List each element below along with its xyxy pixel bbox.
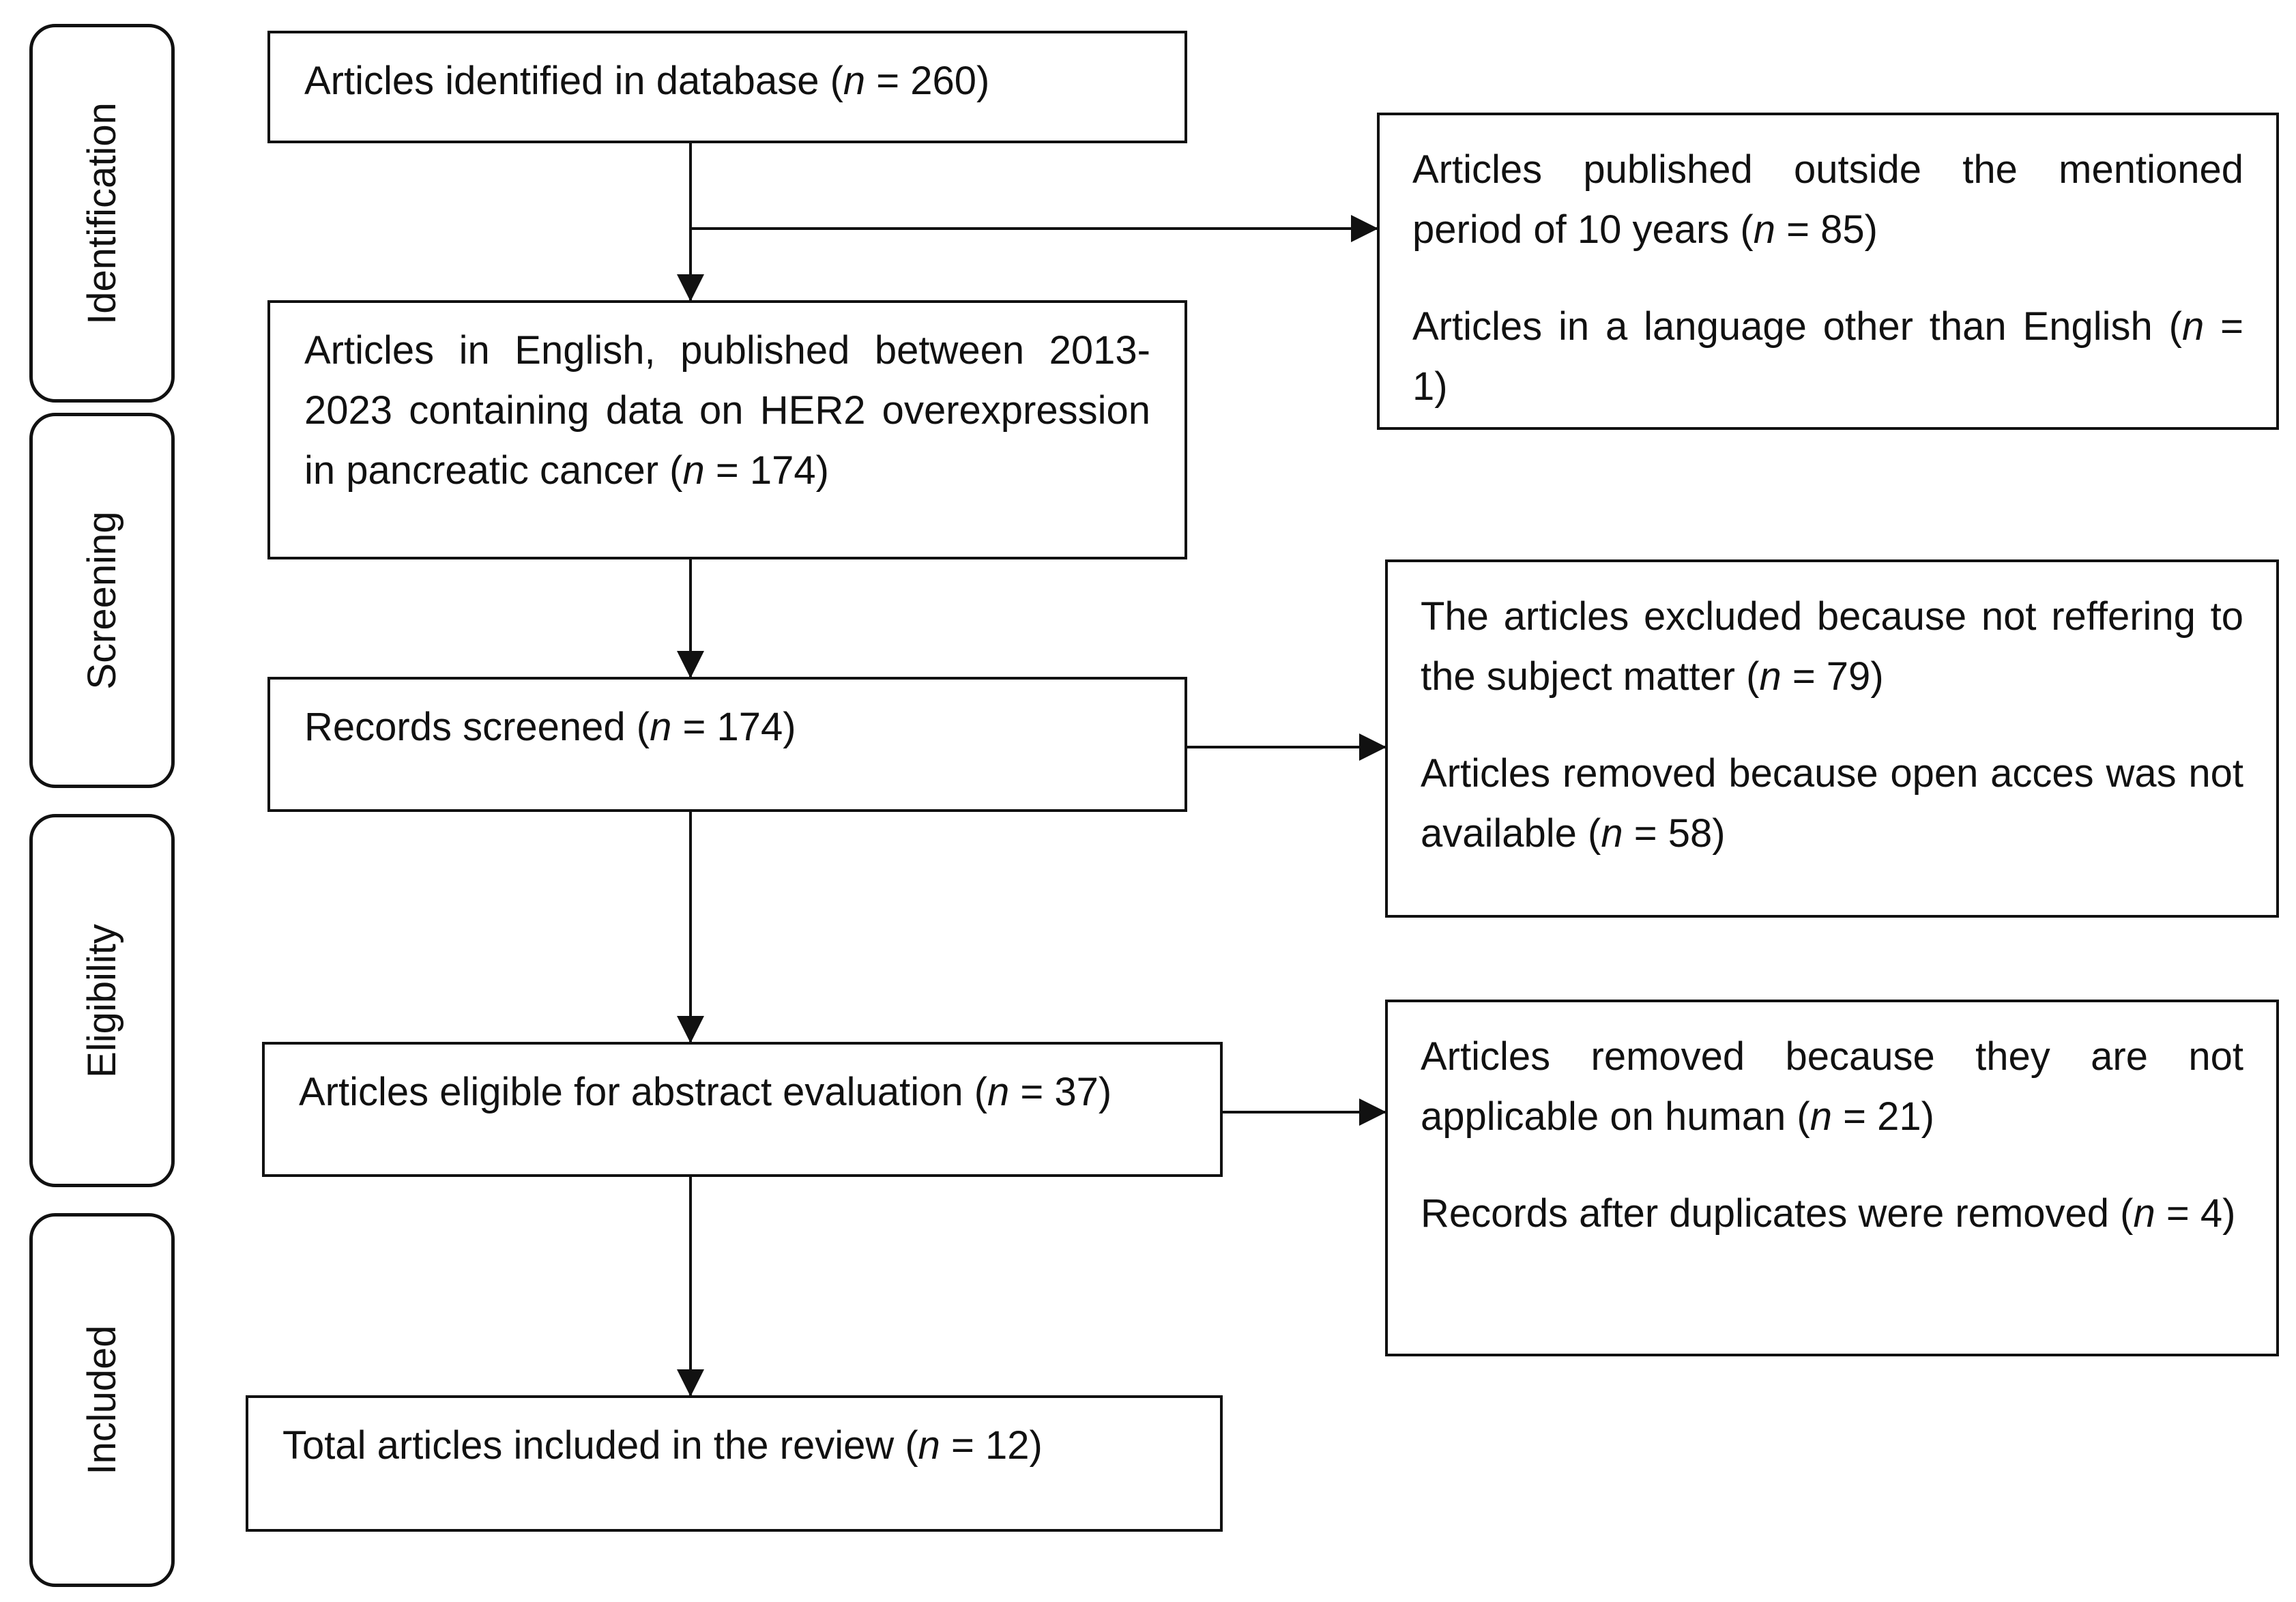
exclusion-language-text: Articles in a language other than Englis…	[1412, 304, 2243, 409]
identified-box: Articles identified in database (n = 260…	[267, 31, 1187, 143]
eligible-text: Articles eligible for abstract evaluatio…	[299, 1070, 1112, 1114]
exclusion-box-human-duplicates: Articles removed because they are not ap…	[1385, 1000, 2279, 1356]
exclusion-box-period-language: Articles published outside the mentioned…	[1377, 113, 2279, 430]
exclusion-human-text: Articles removed because they are not ap…	[1421, 1034, 2243, 1139]
stage-label-included: Included	[79, 1325, 124, 1475]
exclusion-access-text: Articles removed because open acces was …	[1421, 751, 2243, 856]
exclusion-duplicates-text: Records after duplicates were removed (n…	[1421, 1191, 2236, 1236]
english-articles-box: Articles in English, published between 2…	[267, 300, 1187, 559]
included-box: Total articles included in the review (n…	[246, 1395, 1223, 1532]
screened-box: Records screened (n = 174)	[267, 677, 1187, 812]
english-articles-text: Articles in English, published between 2…	[304, 328, 1150, 493]
exclusion-subject-text: The articles excluded because not reffer…	[1421, 594, 2243, 699]
stage-label-screening: Screening	[79, 511, 124, 690]
screened-text: Records screened (n = 174)	[304, 705, 796, 749]
stage-label-eligibility: Eligibility	[79, 923, 124, 1078]
stage-screening: Screening	[29, 413, 175, 788]
stage-identification: Identification	[29, 24, 175, 403]
stage-eligibility: Eligibility	[29, 814, 175, 1187]
identified-text: Articles identified in database (n = 260…	[304, 59, 990, 103]
exclusion-period-text: Articles published outside the mentioned…	[1412, 147, 2243, 252]
included-text: Total articles included in the review (n…	[282, 1423, 1043, 1468]
stage-label-identification: Identification	[79, 102, 124, 325]
eligible-box: Articles eligible for abstract evaluatio…	[262, 1042, 1223, 1177]
exclusion-box-subject-access: The articles excluded because not reffer…	[1385, 559, 2279, 918]
stage-included: Included	[29, 1213, 175, 1587]
